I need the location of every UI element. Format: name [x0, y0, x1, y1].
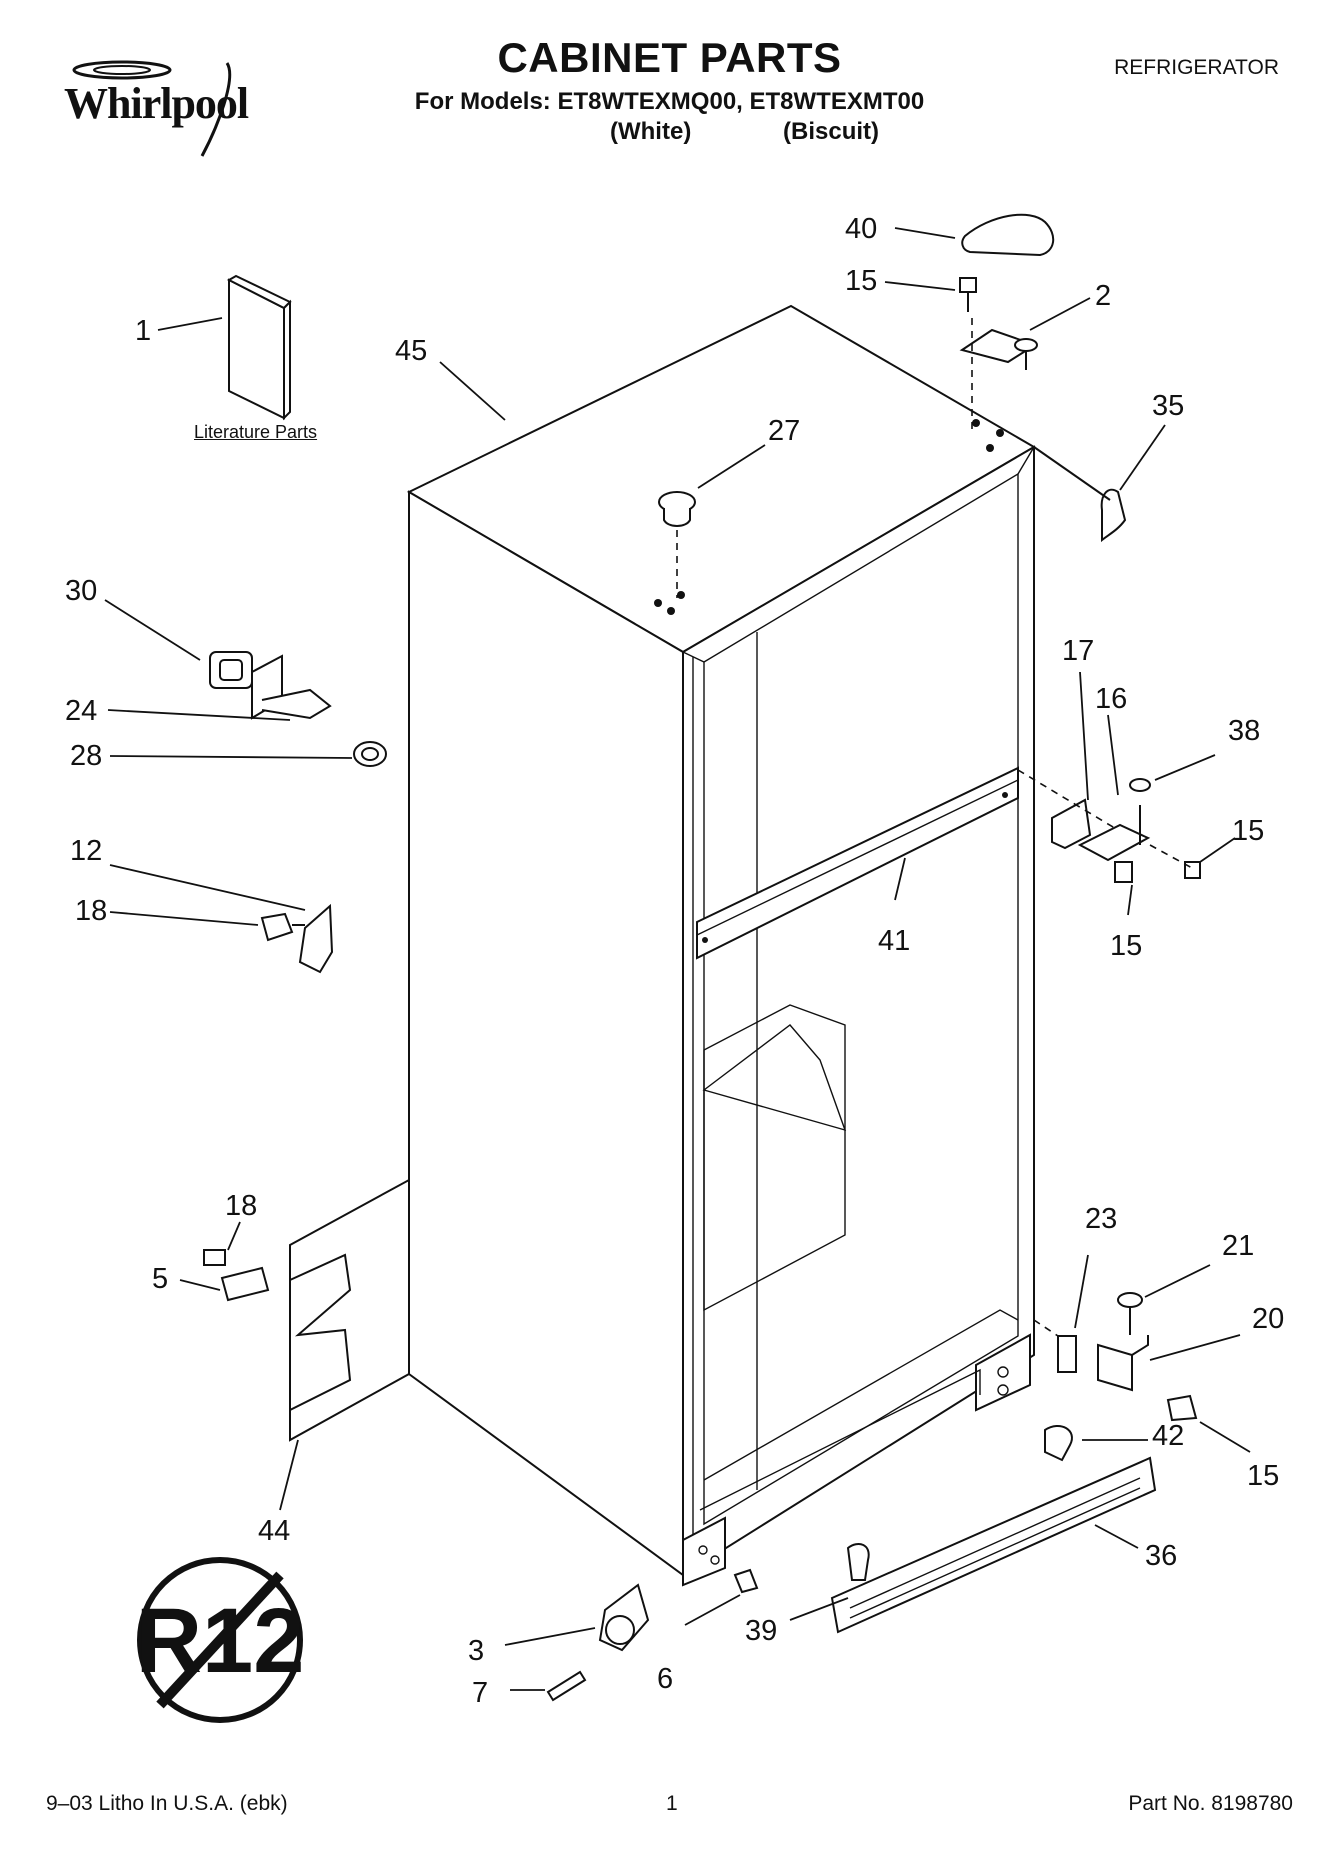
callout-7: 7	[472, 1677, 488, 1709]
callout-2: 2	[1095, 280, 1111, 312]
footer-page-number: 1	[666, 1792, 678, 1815]
middle-hinge-assembly	[1017, 769, 1201, 883]
toe-grille-36	[830, 1456, 1157, 1634]
trim-35	[1033, 446, 1127, 543]
callout-21: 21	[1222, 1230, 1254, 1262]
callout-24: 24	[65, 695, 97, 727]
callout-15-bottom: 15	[1247, 1460, 1279, 1492]
callout-17: 17	[1062, 635, 1094, 667]
footer-print-info: 9–03 Litho In U.S.A. (ebk)	[46, 1792, 288, 1815]
door-closer-12	[260, 903, 334, 974]
screw-6	[733, 1568, 759, 1594]
mullion-41	[696, 766, 1019, 960]
whirlpool-logo	[52, 58, 292, 168]
callout-5: 5	[152, 1263, 168, 1295]
callout-18-lower: 18	[225, 1190, 257, 1222]
grille-clip-39	[846, 1543, 870, 1581]
door-stop-assembly	[209, 651, 387, 767]
side-panel-44	[203, 1178, 410, 1442]
callout-labels: 1 45 27 40 15 2 35 30 24 28 12 18 17 16 …	[65, 213, 1284, 1709]
callout-40: 40	[845, 213, 877, 245]
footer-part-number: Part No. 8198780	[1128, 1792, 1293, 1815]
callout-30: 30	[65, 575, 97, 607]
callout-42: 42	[1152, 1420, 1184, 1452]
literature-parts-label: Literature Parts	[194, 422, 318, 442]
roller-3	[546, 1583, 650, 1702]
callout-6: 6	[657, 1663, 673, 1695]
plug-button-27	[658, 491, 696, 598]
callout-44: 44	[258, 1515, 290, 1547]
callout-39: 39	[745, 1615, 777, 1647]
model-color-biscuit: (Biscuit)	[783, 118, 879, 145]
top-hinge-2	[959, 277, 1038, 430]
callout-27: 27	[768, 415, 800, 447]
callout-18-upper: 18	[75, 895, 107, 927]
callout-23: 23	[1085, 1203, 1117, 1235]
bottom-hinge-assembly	[1033, 1292, 1198, 1462]
callout-20: 20	[1252, 1303, 1284, 1335]
callout-15-top: 15	[845, 265, 877, 297]
callout-28: 28	[70, 740, 102, 772]
liner-detail	[702, 1004, 1019, 1481]
callout-12: 12	[70, 835, 102, 867]
callout-15-middle: 15	[1110, 930, 1142, 962]
models-line: For Models: ET8WTEXMQ00, ET8WTEXMT00	[414, 88, 925, 115]
callout-15-middle-right: 15	[1232, 815, 1264, 847]
callout-45: 45	[395, 335, 427, 367]
callout-1: 1	[135, 315, 151, 347]
appliance-type: REFRIGERATOR	[1114, 56, 1279, 79]
callout-16: 16	[1095, 683, 1127, 715]
callout-35: 35	[1152, 390, 1184, 422]
literature-booklet	[226, 274, 292, 421]
page-title: CABINET PARTS	[497, 34, 842, 81]
hinge-cover-40	[961, 213, 1055, 257]
callout-38: 38	[1228, 715, 1260, 747]
callout-3: 3	[468, 1635, 484, 1667]
leader-lines	[104, 227, 1251, 1691]
no-r12-seal: R12	[136, 1557, 304, 1723]
top-holes	[654, 419, 1004, 615]
cabinet-shell	[406, 304, 1036, 1577]
callout-36: 36	[1145, 1540, 1177, 1572]
swirl-icon	[72, 60, 232, 157]
callout-41: 41	[878, 925, 910, 957]
lower-hinge-block	[682, 1333, 1031, 1587]
brand-logo-text: Whirlpool	[64, 79, 249, 128]
model-color-white: (White)	[610, 118, 692, 145]
